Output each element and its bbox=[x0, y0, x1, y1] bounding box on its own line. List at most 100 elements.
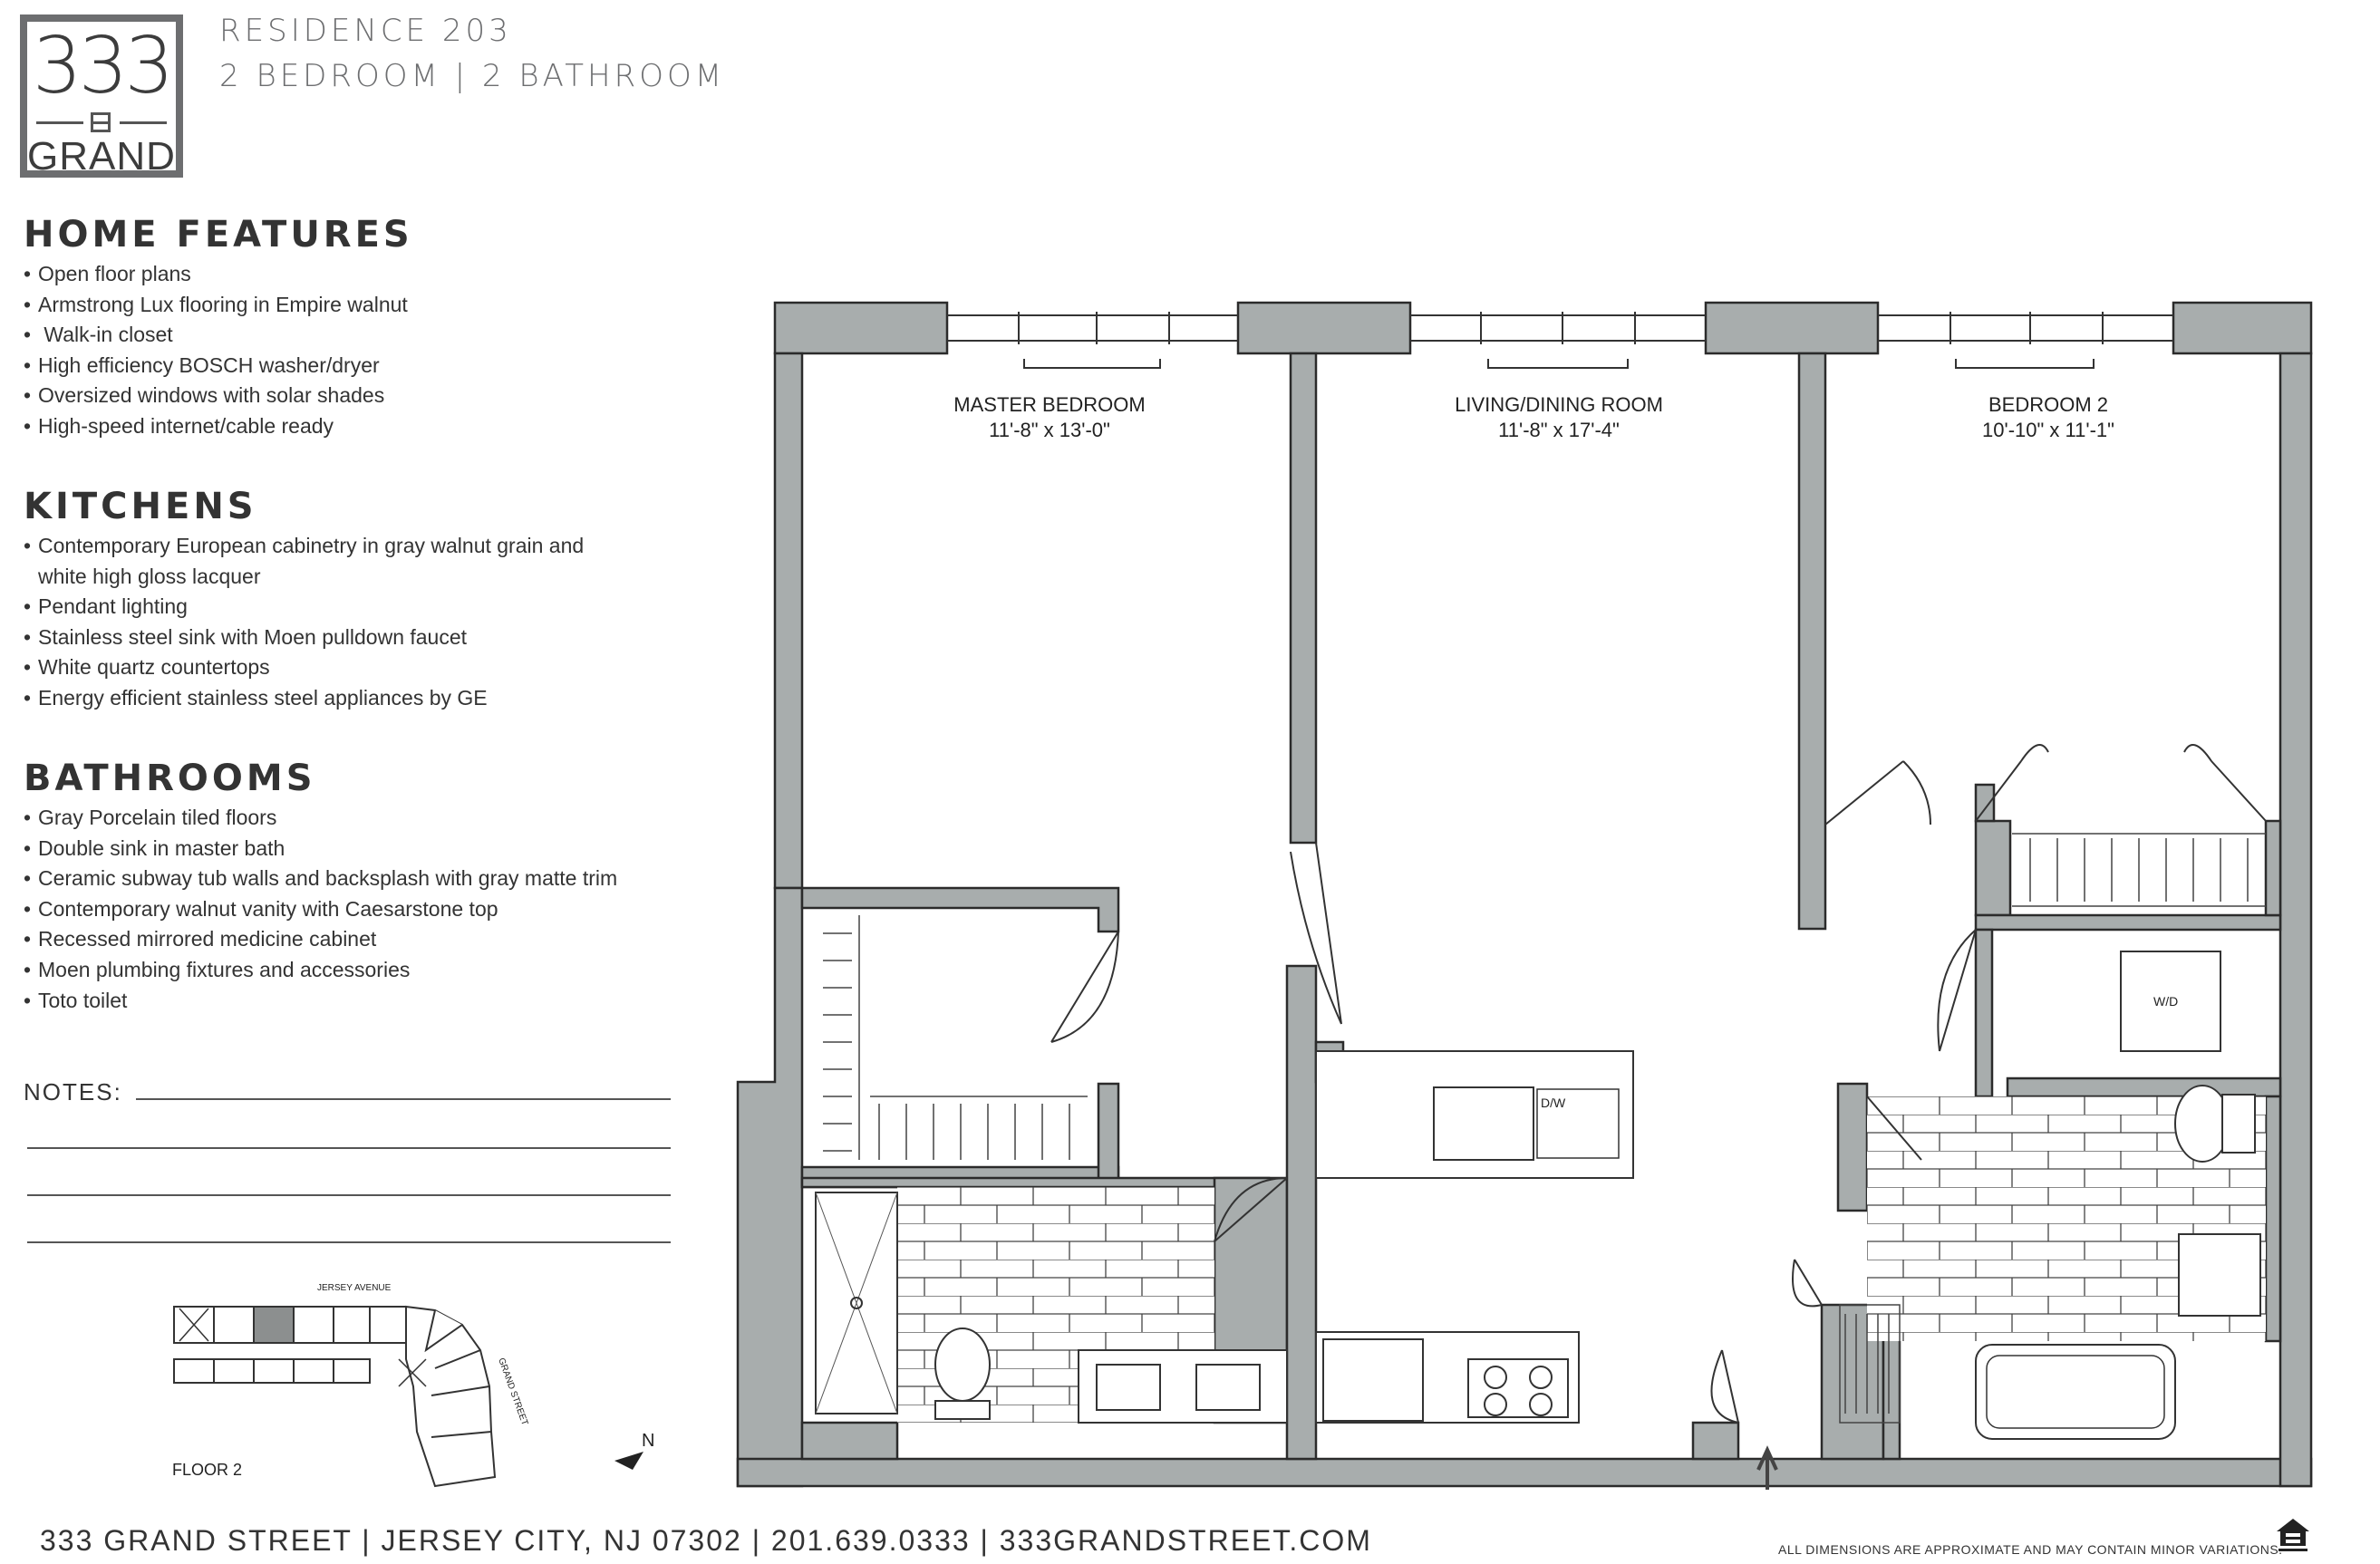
key-plan-highlight bbox=[253, 1306, 295, 1344]
wall bbox=[773, 352, 804, 890]
logo-mark-icon bbox=[91, 112, 111, 132]
door bbox=[1214, 1177, 1288, 1242]
equal-housing-icon bbox=[2277, 1519, 2309, 1551]
home-features-title: HOME FEATURES bbox=[24, 214, 413, 256]
key-plan: JERSEY AVENUE GRAND STREET FLOOR 2 bbox=[172, 1283, 529, 1488]
list-item: •Contemporary walnut vanity with Caesars… bbox=[24, 896, 498, 921]
north-arrow-icon: N bbox=[614, 1431, 654, 1470]
door bbox=[1710, 1349, 1739, 1424]
wall bbox=[2264, 819, 2282, 917]
key-plan-street-side: GRAND STREET bbox=[496, 1356, 529, 1426]
door bbox=[1866, 1096, 1922, 1161]
door bbox=[1975, 744, 2267, 822]
sink bbox=[1195, 1364, 1261, 1411]
door bbox=[1050, 931, 1119, 1043]
list-item: •Armstrong Lux flooring in Empire walnut bbox=[24, 292, 408, 316]
window-pier bbox=[1236, 301, 1412, 355]
wall bbox=[2278, 352, 2313, 1488]
toilet bbox=[934, 1327, 991, 1402]
key-plan-floor: FLOOR 2 bbox=[172, 1461, 242, 1479]
notes-line bbox=[27, 1147, 671, 1149]
living-room-name: LIVING/DINING ROOM bbox=[1455, 393, 1663, 416]
list-item: •Energy efficient stainless steel applia… bbox=[24, 685, 488, 710]
wall bbox=[2264, 1095, 2282, 1343]
home-features-list: •Open floor plans •Armstrong Lux floorin… bbox=[24, 259, 408, 442]
logo-rule-left bbox=[36, 121, 83, 124]
wall bbox=[736, 1457, 2313, 1488]
key-plan-street-top: JERSEY AVENUE bbox=[317, 1283, 392, 1293]
window-pier bbox=[2172, 301, 2313, 355]
window bbox=[1878, 314, 2173, 342]
logo-rule-right bbox=[120, 121, 167, 124]
master-bedroom-name: MASTER BEDROOM bbox=[953, 393, 1145, 416]
notes-line bbox=[27, 1241, 671, 1243]
list-item: •Open floor plans bbox=[24, 262, 191, 285]
entry-arrow-icon bbox=[1756, 1445, 1778, 1490]
wall bbox=[1797, 352, 1827, 931]
logo-name: GRAND bbox=[27, 134, 176, 179]
list-item: •Contemporary European cabinetry in gray… bbox=[24, 534, 585, 557]
brand-logo: 333 GRAND bbox=[20, 14, 183, 179]
dishwasher bbox=[1536, 1088, 1620, 1159]
window-pier bbox=[773, 301, 949, 355]
window bbox=[947, 314, 1238, 342]
list-item: white high gloss lacquer bbox=[38, 564, 261, 588]
notes-line bbox=[136, 1098, 671, 1100]
wall bbox=[800, 1421, 899, 1461]
wall bbox=[800, 1176, 1271, 1189]
bathrooms-title: BATHROOMS bbox=[24, 758, 316, 799]
list-item: •White quartz countertops bbox=[24, 655, 270, 680]
list-item: •Oversized windows with solar shades bbox=[24, 383, 385, 408]
dishwasher-label: D/W bbox=[1541, 1096, 1566, 1110]
door bbox=[1937, 929, 1977, 1052]
list-item: • Walk-in closet bbox=[24, 323, 173, 347]
wall bbox=[1882, 1321, 1901, 1461]
wall bbox=[1974, 928, 1994, 1098]
list-item: •Stainless steel sink with Moen pulldown… bbox=[24, 624, 468, 649]
wall bbox=[736, 886, 804, 1488]
logo-number: 333 bbox=[32, 21, 174, 111]
wall bbox=[1974, 913, 2282, 932]
master-bedroom-size: 11'-8" x 13'-0" bbox=[989, 419, 1110, 441]
residence-title: RESIDENCE 203 bbox=[219, 13, 512, 49]
bathrooms-list: •Gray Porcelain tiled floors •Double sin… bbox=[24, 803, 617, 1016]
list-item: •Gray Porcelain tiled floors bbox=[24, 806, 277, 829]
wall bbox=[1974, 783, 1996, 823]
footer-disclaimer: ALL DIMENSIONS ARE APPROXIMATE AND MAY C… bbox=[1778, 1542, 2283, 1557]
list-item: •High efficiency BOSCH washer/dryer bbox=[24, 352, 380, 377]
north-label: N bbox=[642, 1431, 654, 1451]
living-room-size: 11'-8" x 17'-4" bbox=[1498, 419, 1620, 441]
door bbox=[1824, 760, 1931, 825]
bath-sink bbox=[2178, 1233, 2261, 1317]
wall bbox=[1289, 352, 1318, 845]
kitchens-title: KITCHENS bbox=[24, 486, 257, 527]
kitchen-sink bbox=[1433, 1086, 1534, 1161]
wall bbox=[1836, 1082, 1869, 1212]
refrigerator bbox=[1322, 1338, 1424, 1422]
wall bbox=[1691, 1421, 1740, 1461]
wall bbox=[800, 886, 1120, 933]
residence-layout: 2 BEDROOM | 2 BATHROOM bbox=[219, 58, 726, 94]
bedroom2-size: 10'-10" x 11'-1" bbox=[1982, 419, 2114, 441]
list-item: •Moen plumbing fixtures and accessories bbox=[24, 957, 411, 981]
kitchens-list: •Contemporary European cabinetry in gray… bbox=[24, 531, 584, 714]
list-item: •Double sink in master bath bbox=[24, 835, 285, 860]
washer-dryer-label: W/D bbox=[2153, 994, 2178, 1009]
door bbox=[1792, 1259, 1823, 1308]
list-item: •Recessed mirrored medicine cabinet bbox=[24, 927, 377, 951]
notes-label: NOTES: bbox=[24, 1078, 122, 1105]
floor-plan: D/W W/D MASTER BEDROOM 11'-8" x 13'-0" L bbox=[736, 301, 2313, 1490]
door bbox=[1290, 842, 1342, 1025]
list-item: •High-speed internet/cable ready bbox=[24, 413, 334, 438]
wall bbox=[1285, 964, 1318, 1461]
list-item: •Ceramic subway tub walls and backsplash… bbox=[24, 866, 618, 891]
washer-dryer bbox=[2120, 951, 2221, 1052]
bedroom2-name: BEDROOM 2 bbox=[1988, 393, 2108, 416]
list-item: •Pendant lighting bbox=[24, 594, 188, 619]
notes-line bbox=[27, 1194, 671, 1196]
list-item: •Toto toilet bbox=[24, 988, 128, 1012]
cooktop bbox=[1467, 1358, 1569, 1418]
window-pier bbox=[1704, 301, 1880, 355]
wall bbox=[1097, 1082, 1120, 1189]
sink bbox=[1096, 1364, 1161, 1411]
